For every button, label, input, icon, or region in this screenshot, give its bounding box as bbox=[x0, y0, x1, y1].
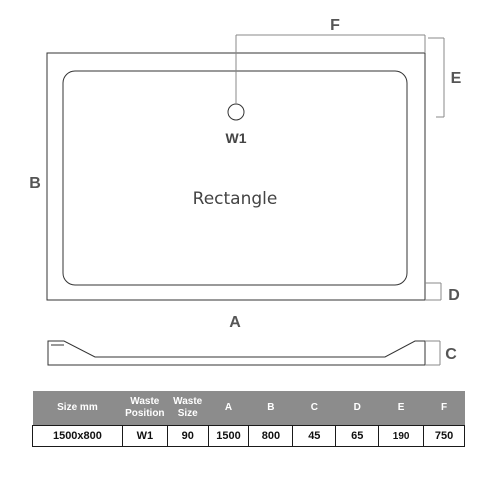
dimension-c bbox=[425, 340, 441, 366]
table-header-row: Size mm Waste Position Waste Size A B C … bbox=[32, 391, 465, 426]
header-b: B bbox=[248, 391, 293, 426]
header-a: A bbox=[208, 391, 249, 426]
dimension-letter-a: A bbox=[229, 314, 241, 331]
cell-waste-position: W1 bbox=[121, 425, 168, 447]
header-waste-position: Waste Position bbox=[122, 391, 168, 426]
cell-b: 800 bbox=[248, 425, 294, 447]
cell-e: 190 bbox=[378, 425, 425, 447]
waste-outlet-circle bbox=[227, 103, 245, 121]
cell-a: 1500 bbox=[207, 425, 250, 447]
dimension-e bbox=[428, 37, 445, 118]
header-size: Size mm bbox=[32, 391, 123, 426]
dimension-letter-e: E bbox=[451, 70, 462, 87]
header-f: F bbox=[423, 391, 465, 426]
dimension-letter-c: C bbox=[445, 346, 457, 363]
cell-waste-size: 90 bbox=[166, 425, 209, 447]
dimension-letter-d: D bbox=[448, 287, 460, 304]
dimension-letter-b: B bbox=[29, 175, 41, 192]
header-d: D bbox=[335, 391, 379, 426]
tray-inner-basin bbox=[62, 70, 408, 286]
cell-f: 750 bbox=[423, 425, 465, 447]
dimension-d bbox=[425, 282, 442, 301]
cell-d: 65 bbox=[335, 425, 380, 447]
header-c: C bbox=[292, 391, 336, 426]
specification-table: Size mm Waste Position Waste Size A B C … bbox=[32, 391, 465, 447]
tray-side-profile bbox=[47, 340, 426, 366]
shape-name-label: Rectangle bbox=[193, 189, 278, 209]
waste-position-label: W1 bbox=[226, 130, 247, 146]
cell-c: 45 bbox=[292, 425, 337, 447]
dimension-f bbox=[235, 34, 426, 104]
table-row: 1500x800 W1 90 1500 800 45 65 190 750 bbox=[32, 425, 465, 447]
dimension-letter-f: F bbox=[330, 17, 340, 34]
header-e: E bbox=[378, 391, 424, 426]
cell-size: 1500x800 bbox=[32, 425, 123, 447]
header-waste-size: Waste Size bbox=[167, 391, 209, 426]
